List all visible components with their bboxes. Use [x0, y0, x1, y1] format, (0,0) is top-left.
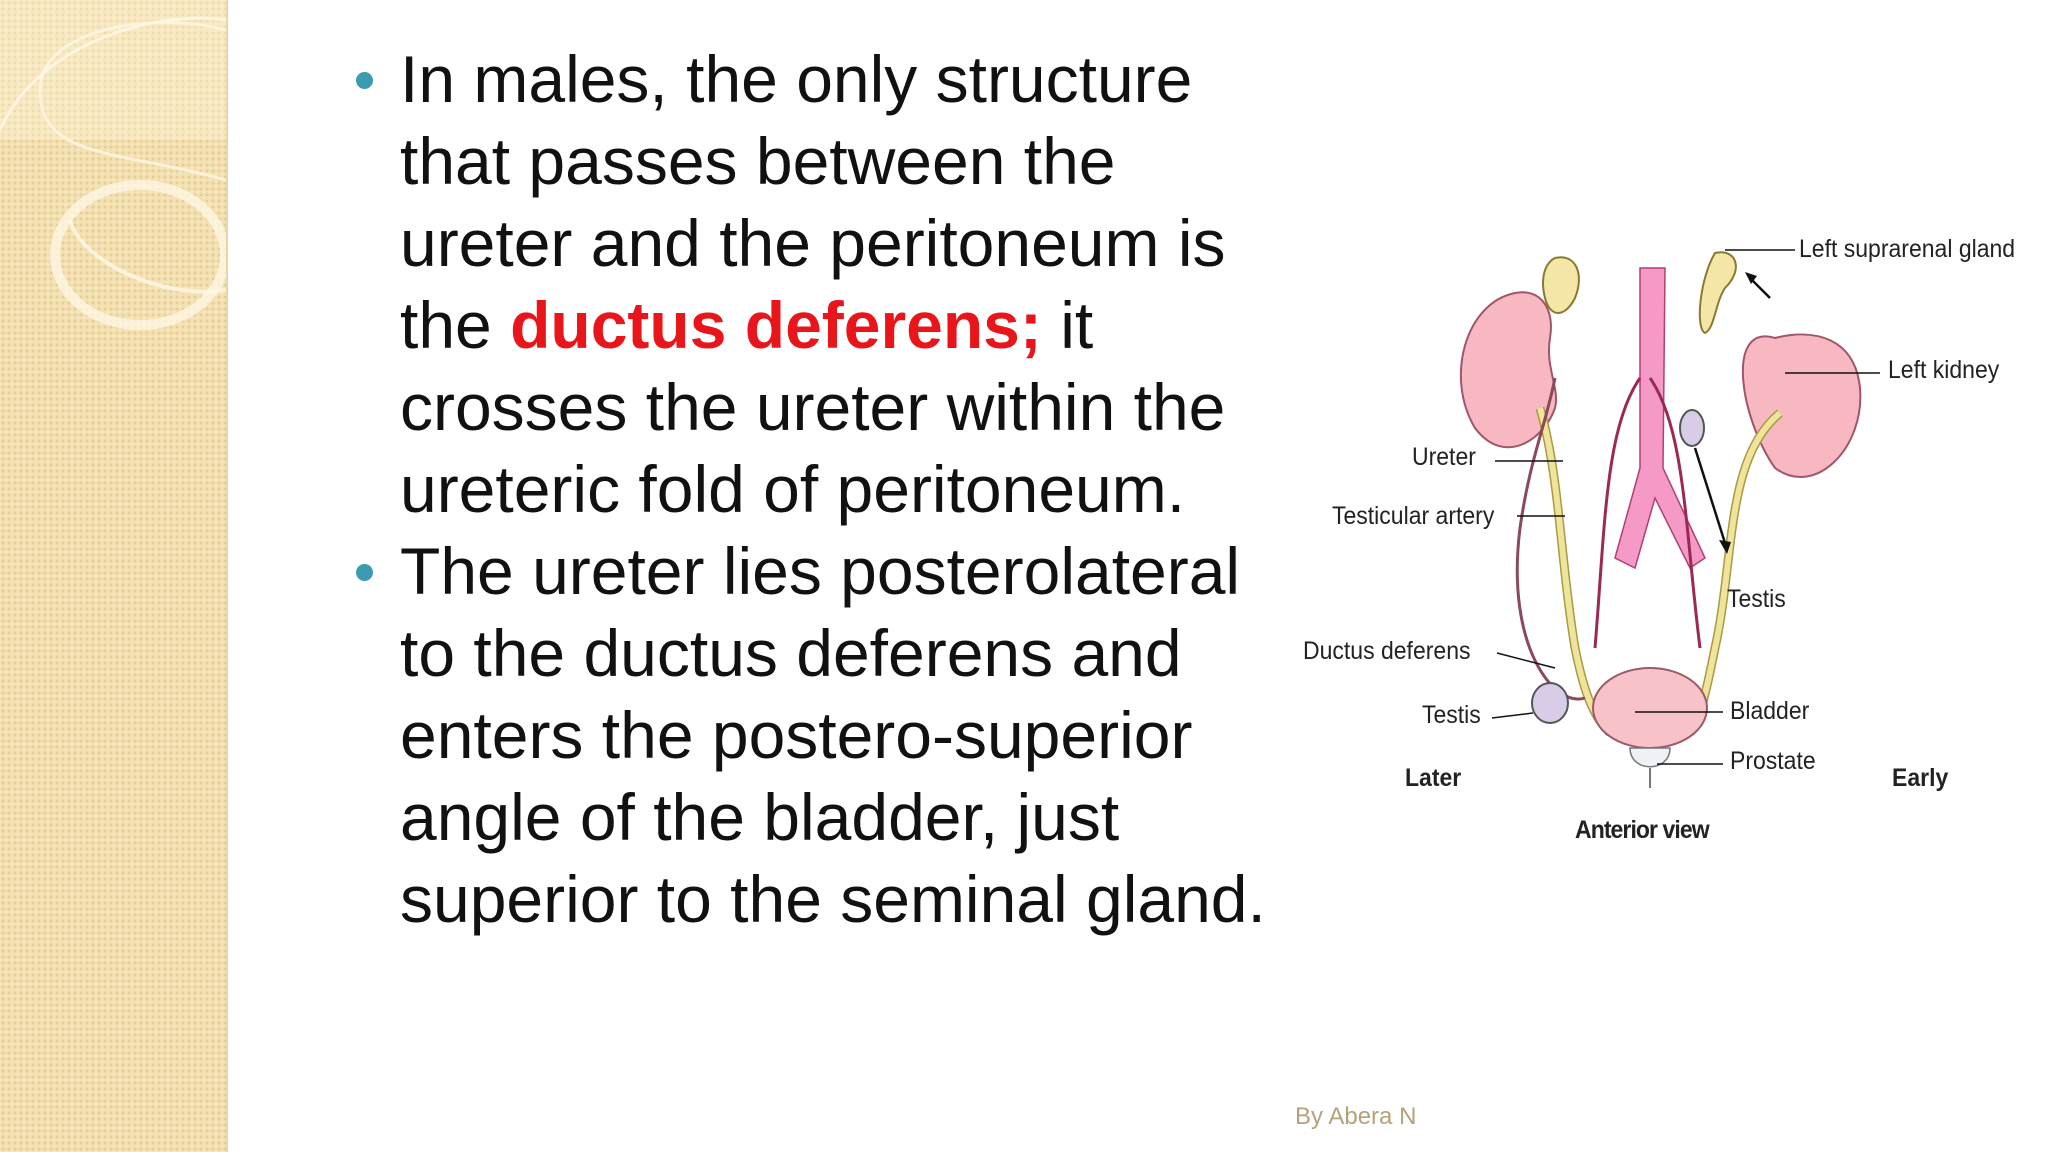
bullet-ductus-deferens: In males, the only structure that passes… [350, 38, 1280, 530]
label-testis-lower: Testis [1422, 701, 1481, 729]
label-left-suprarenal-gland: Left suprarenal gland [1799, 235, 2016, 263]
bullet-dot-icon [356, 564, 373, 581]
sidebar-swirl-decoration [0, 0, 226, 330]
label-ureter: Ureter [1412, 443, 1476, 471]
bullet-2-text: The ureter lies posterolateral to the du… [400, 534, 1266, 936]
slide-content: In males, the only structure that passes… [350, 38, 1280, 940]
urinary-system-diagram [1460, 249, 1880, 788]
label-early: Early [1892, 764, 1949, 792]
label-anterior-view: Anterior view [1575, 816, 1710, 844]
label-left-kidney: Left kidney [1888, 356, 2000, 384]
bullet-1-text-before: In males, the only structure that passes… [400, 42, 1226, 362]
label-later: Later [1405, 764, 1462, 792]
label-ductus-deferens: Ductus deferens [1303, 637, 1471, 665]
label-bladder: Bladder [1730, 697, 1810, 725]
label-testis-upper: Testis [1727, 585, 1786, 613]
bullet-1-highlight: ductus deferens; [510, 288, 1042, 362]
label-prostate: Prostate [1730, 747, 1816, 775]
slide-footer-author: By Abera N [1295, 1103, 1417, 1130]
bullet-1-text-after: it crosses the ureter within the ureteri… [400, 288, 1226, 526]
bullet-dot-icon [356, 72, 373, 89]
decorative-sidebar [0, 0, 228, 1152]
bullet-ureter-position: The ureter lies posterolateral to the du… [350, 530, 1280, 940]
label-testicular-artery: Testicular artery [1332, 502, 1495, 530]
anatomy-figure: Left suprarenal gland Left kidney Ureter… [1303, 228, 2048, 848]
